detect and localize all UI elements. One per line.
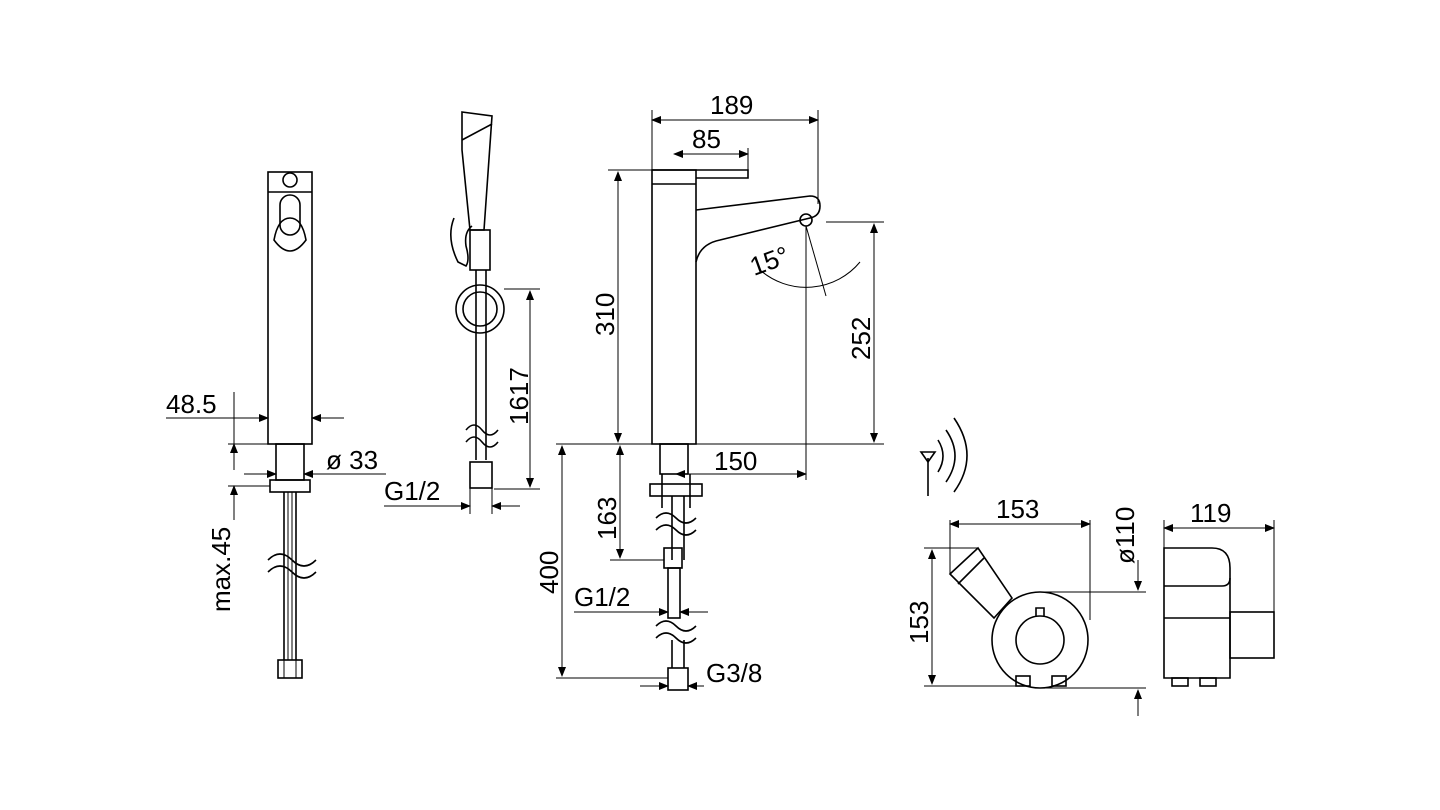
dim-hose-g12-label: G1/2 (384, 476, 440, 506)
dim-48-5: 48.5 (166, 389, 344, 444)
dim-400: 400 (534, 445, 668, 679)
dim-163-label: 163 (592, 497, 622, 540)
dim-85: 85 (673, 124, 749, 170)
dim-max-45: max.45 (206, 443, 270, 612)
dim-310: 310 (590, 169, 652, 443)
dim-box-110-label: ø110 (1110, 507, 1140, 564)
dim-g38-label: G3/8 (706, 658, 762, 688)
dim-angle-15-label: 15° (746, 240, 793, 282)
wireless-icon (919, 417, 968, 496)
dim-163: 163 (592, 445, 664, 561)
dim-310-label: 310 (590, 293, 620, 336)
dim-box-153-w: 153 (949, 494, 1091, 620)
dim-box-110: ø110 (1040, 507, 1146, 716)
dim-g38: G3/8 (640, 658, 762, 690)
dim-252-label: 252 (846, 317, 876, 360)
dim-box-119-label: 119 (1190, 498, 1231, 528)
dim-diameter-33: ø 33 (244, 445, 386, 478)
front-view-faucet (649, 169, 821, 691)
dim-angle-15: 15° (746, 225, 861, 300)
dim-85-label: 85 (692, 124, 721, 154)
dim-189-label: 189 (710, 90, 753, 120)
dim-252: 252 (826, 221, 884, 443)
dim-1617: 1617 (494, 288, 540, 490)
dim-diameter-33-label: ø 33 (326, 445, 378, 475)
dim-189: 189 (651, 90, 819, 204)
dim-front-g12-label: G1/2 (574, 582, 630, 612)
dim-box-153-h-label: 153 (904, 601, 934, 644)
side-view-faucet (267, 171, 317, 679)
control-box-side (1163, 547, 1275, 687)
hand-shower-view (450, 111, 505, 489)
dim-box-153-h: 153 (904, 547, 1016, 687)
dim-max-45-label: max.45 (206, 527, 236, 612)
dim-150-label: 150 (714, 446, 757, 476)
dim-1617-label: 1617 (504, 367, 534, 425)
dim-front-g12: G1/2 (574, 582, 708, 616)
dim-box-119: 119 (1163, 498, 1275, 612)
dim-400-label: 400 (534, 551, 564, 594)
control-box-front (948, 546, 1089, 689)
dim-hose-g12: G1/2 (384, 476, 520, 514)
dim-box-153-w-label: 153 (996, 494, 1039, 524)
dim-48-5-label: 48.5 (166, 389, 217, 419)
dim-150: 150 (675, 300, 807, 480)
